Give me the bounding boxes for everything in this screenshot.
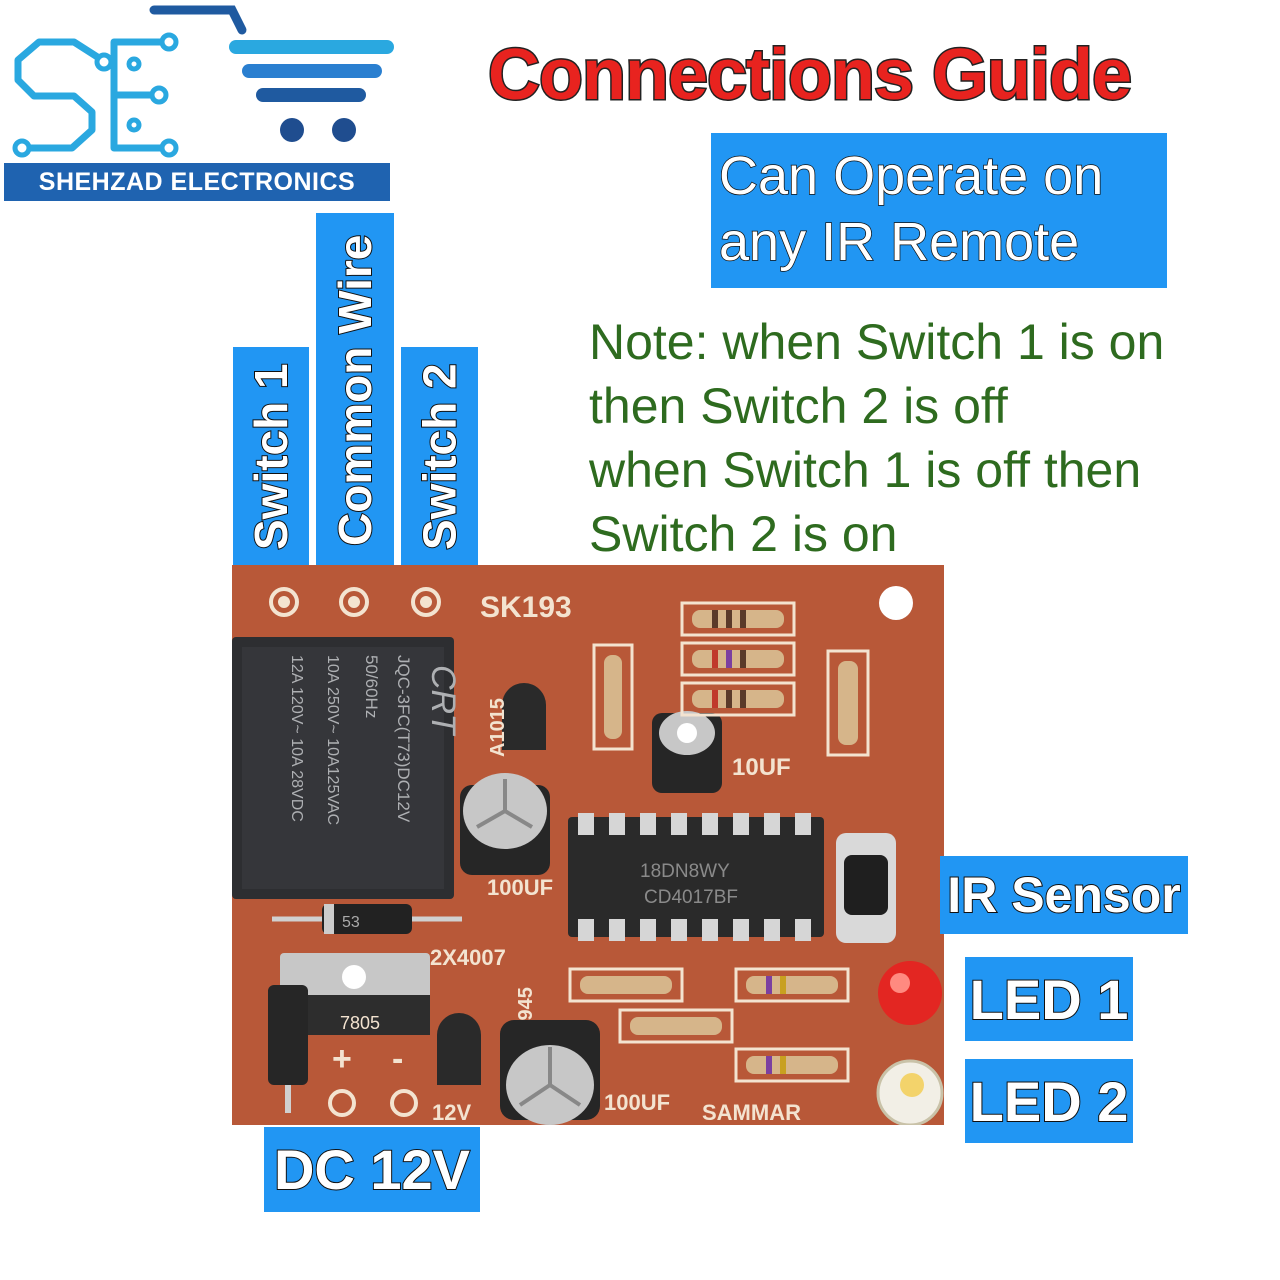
ir-sensor-label: IR Sensor	[940, 856, 1188, 934]
relay-model: JQC-3FC(T73)DC12V	[394, 655, 413, 823]
switch2-label-text: Switch 2	[413, 363, 467, 552]
minus-sign: -	[392, 1040, 403, 1078]
mounting-hole	[879, 586, 913, 620]
dc-12v-label-text: DC 12V	[273, 1137, 471, 1202]
led1-label-text: LED 1	[969, 967, 1130, 1032]
cap-mid-label: 100UF	[487, 875, 553, 900]
led2-white	[876, 1059, 944, 1125]
voltage-marking: 12V	[432, 1100, 471, 1125]
switch2-label: Switch 2	[401, 347, 478, 567]
common-wire-label-text: Common Wire	[328, 233, 382, 546]
remote-info-line1: Can Operate on	[718, 145, 1104, 207]
brand-name: SHEHZAD ELECTRONICS	[4, 163, 390, 201]
capacitor-10uf: 10UF	[652, 711, 791, 793]
power-terminals	[328, 1089, 418, 1117]
relay-brand: CRT	[424, 665, 462, 736]
relay-frequency: 50/60Hz	[362, 655, 381, 718]
switch-note: Note: when Switch 1 is on then Switch 2 …	[589, 310, 1269, 566]
capacitor-100uf-low: 100UF	[500, 1020, 670, 1125]
transistor-a1015: A1015	[487, 683, 546, 757]
relay-module-board: SK193 CRT JQC-3FC(T73)DC12V 50/60Hz 10A …	[232, 565, 944, 1125]
note-line4: Switch 2 is on	[589, 506, 898, 562]
regulator-label: 7805	[340, 1013, 380, 1033]
diode-code: 53	[342, 914, 360, 931]
ic-cd4017: 18DN8WY CD4017BF	[568, 813, 824, 941]
diode-label: 2X4007	[430, 945, 506, 970]
remote-info-box: Can Operate on any IR Remote	[711, 133, 1167, 288]
transistor1-label: A1015	[487, 698, 509, 757]
voltage-regulator: 7805	[268, 953, 430, 1113]
brand-logo	[12, 5, 394, 158]
switch1-label: Switch 1	[233, 347, 309, 567]
remote-info-line2: any IR Remote	[718, 211, 1080, 273]
ic-name: CD4017BF	[644, 887, 738, 908]
note-line2: then Switch 2 is off	[589, 378, 1008, 434]
relay-rating2: 12A 120V~ 10A 28VDC	[288, 655, 305, 822]
plus-sign: +	[332, 1040, 352, 1078]
logo-se-circuit-icon	[14, 38, 168, 152]
relay-rating1: 10A 250V~ 10A125VAC	[324, 655, 341, 825]
resistor-bands	[712, 610, 786, 1074]
capacitor-100uf-mid: 100UF	[460, 773, 553, 900]
led1-label: LED 1	[965, 957, 1133, 1041]
cart-icon	[149, 5, 394, 142]
ic-code: 18DN8WY	[640, 861, 730, 882]
dc-12v-label: DC 12V	[264, 1127, 480, 1212]
cap-low-label: 100UF	[604, 1090, 670, 1115]
board-model: SK193	[480, 591, 572, 624]
page-title: Connections Guide	[487, 34, 1134, 117]
cap-small-label: 10UF	[732, 754, 791, 781]
led2-label-text: LED 2	[969, 1069, 1130, 1134]
output-terminals	[269, 587, 441, 617]
led2-label: LED 2	[965, 1059, 1133, 1143]
note-line3: when Switch 1 is off then	[589, 442, 1142, 498]
maker-marking: SAMMAR	[702, 1100, 801, 1125]
ir-receiver	[836, 833, 896, 943]
resistors	[568, 601, 870, 1083]
ir-sensor-label-text: IR Sensor	[946, 866, 1181, 924]
relay: CRT JQC-3FC(T73)DC12V 50/60Hz 10A 250V~ …	[232, 637, 462, 899]
diode: 53	[272, 904, 462, 934]
note-line1: Note: when Switch 1 is on	[589, 314, 1165, 370]
led1-red	[878, 961, 942, 1025]
common-wire-label: Common Wire	[316, 213, 394, 567]
switch1-label-text: Switch 1	[244, 363, 298, 552]
